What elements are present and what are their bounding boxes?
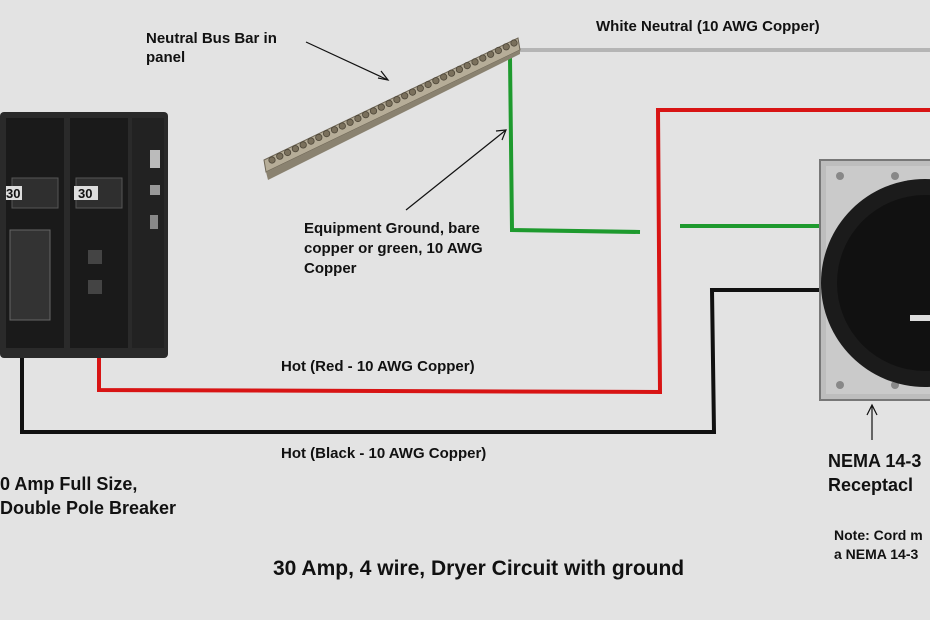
bus-bar-screw (479, 54, 487, 62)
neutral-bus-label-line1: Neutral Bus Bar in (146, 30, 277, 47)
neutral-bus-bar (263, 37, 521, 180)
bus-bar-screw (322, 130, 331, 138)
bus-bar-screw (354, 114, 362, 123)
bus-bar-screw (385, 99, 393, 108)
hot-red-label: Hot (Red - 10 AWG Copper) (281, 358, 475, 375)
bus-bar-screw (338, 122, 346, 130)
bus-bar-screw (283, 148, 292, 157)
bus-bar-screw (268, 156, 276, 164)
bus-bar-screw (455, 65, 463, 74)
bus-bar-screw (510, 39, 518, 47)
bus-bar-screw (299, 141, 307, 149)
bus-bar-screw (471, 58, 479, 66)
bus-bar-screw (494, 46, 502, 55)
bus-bar-screw (432, 77, 440, 85)
bus-bar-screw (369, 107, 378, 115)
bus-bar-screw (416, 84, 424, 92)
nema-label-line1: NEMA 14-3 (828, 451, 922, 471)
bus-bar-screw (377, 103, 385, 111)
breaker-label-line1: 0 Amp Full Size, (0, 474, 138, 494)
bus-bar-screw (362, 111, 370, 119)
ground-label-line3: Copper (304, 260, 357, 277)
bus-bar-screw (401, 92, 409, 100)
ground-label-line2: copper or green, 10 AWG (304, 240, 483, 257)
nema-receptacle (819, 159, 930, 401)
hot-red-wire (97, 108, 930, 395)
note-line2: a NEMA 14-3 (834, 546, 919, 562)
bus-bar-screw (346, 118, 354, 126)
bus-bar-screw (424, 80, 432, 89)
bus-bar-screw (408, 88, 417, 96)
breaker-label-line2: Double Pole Breaker (0, 498, 177, 518)
annotation-arrows (305, 41, 878, 440)
bus-bar-screw (463, 61, 471, 70)
bus-bar-screw (307, 137, 315, 145)
bus-bar-screw (440, 73, 448, 81)
bus-bar-screw (486, 50, 495, 58)
double-pole-breaker (0, 112, 168, 358)
hot-black-wire (20, 288, 930, 434)
breaker-rating-left: 30 (6, 186, 21, 201)
bus-bar-screw (315, 133, 323, 141)
neutral-bus-label-line2: panel (146, 49, 186, 66)
breaker-rating-right: 30 (78, 186, 93, 201)
note-line1: Note: Cord m (834, 527, 923, 543)
ground-label-line1: Equipment Ground, bare (304, 220, 480, 237)
diagram-caption: 30 Amp, 4 wire, Dryer Circuit with groun… (273, 557, 685, 580)
bus-bar-screw (330, 126, 339, 134)
white-neutral-label: White Neutral (10 AWG Copper) (596, 18, 820, 35)
bus-bar-screw (502, 43, 510, 51)
bus-bar-screw (447, 69, 456, 77)
bus-bar-screw (393, 96, 401, 104)
hot-black-label: Hot (Black - 10 AWG Copper) (281, 445, 487, 462)
ground-wire-panel-segment (508, 57, 641, 234)
bus-bar-screw (276, 152, 284, 160)
bus-bar-screw (291, 145, 299, 153)
nema-label-line2: Receptacl (828, 475, 914, 495)
